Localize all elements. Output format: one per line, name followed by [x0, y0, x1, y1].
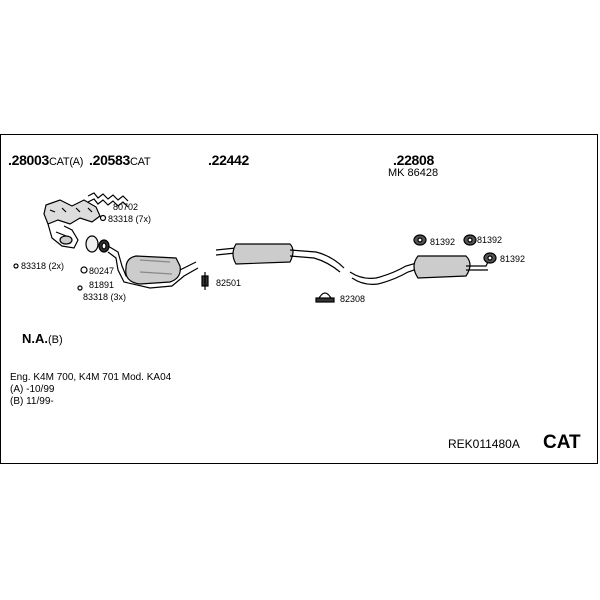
catalytic-converter-drawing — [107, 245, 199, 289]
engine-info: Eng. K4M 700, K4M 701 Mod. KA04 (A) -10/… — [10, 372, 171, 408]
info-line-b: (B) 11/99- — [10, 396, 54, 407]
label-82308: 82308 — [340, 294, 366, 304]
mk-label: MK 86428 — [388, 167, 439, 179]
na-suffix: (B) — [48, 334, 63, 346]
label-80702: 80702 — [113, 202, 139, 212]
part-number-20583: .20583CAT — [89, 152, 151, 168]
label-80247: 80247 — [89, 266, 115, 276]
part-number-22442: .22442 — [208, 152, 249, 168]
part-suffix: CAT(A) — [49, 156, 84, 168]
na-label: N.A.(B) — [22, 331, 63, 346]
gasket-drawing — [87, 192, 129, 208]
label-81392-c: 81392 — [500, 254, 526, 264]
part-number: .28003 — [8, 152, 50, 168]
rubber-mount-drawing — [413, 234, 497, 264]
reference-number: REK011480A — [448, 437, 520, 451]
middle-silencer-drawing — [215, 243, 345, 273]
label-82501: 82501 — [216, 278, 242, 288]
part-number-28003: .28003CAT(A) — [8, 152, 83, 168]
label-81392-b: 81392 — [477, 235, 503, 245]
label-83318-7x: 83318 (7x) — [108, 214, 152, 224]
rear-silencer-drawing — [349, 255, 489, 285]
info-line-a: (A) -10/99 — [10, 384, 55, 395]
label-83318-2x: 83318 (2x) — [21, 261, 65, 271]
diagram-frame — [0, 134, 598, 464]
part-number: .22808 — [393, 152, 435, 168]
part-suffix: CAT — [130, 156, 151, 168]
label-81392-a: 81392 — [430, 237, 456, 247]
label-83318-3x: 83318 (3x) — [83, 292, 127, 302]
na-text: N.A. — [22, 331, 48, 346]
clamp-82308-drawing — [315, 292, 335, 303]
label-81891: 81891 — [89, 280, 115, 290]
info-line-engine: Eng. K4M 700, K4M 701 Mod. KA04 — [10, 372, 172, 383]
part-number: .20583 — [89, 152, 131, 168]
cat-label: CAT — [543, 432, 581, 453]
hanger-82501-drawing — [201, 272, 209, 290]
part-number: .22442 — [208, 152, 250, 168]
manifold-drawing — [43, 199, 101, 249]
part-number-22808: .22808 — [393, 152, 434, 168]
flange-drawing — [85, 235, 110, 253]
